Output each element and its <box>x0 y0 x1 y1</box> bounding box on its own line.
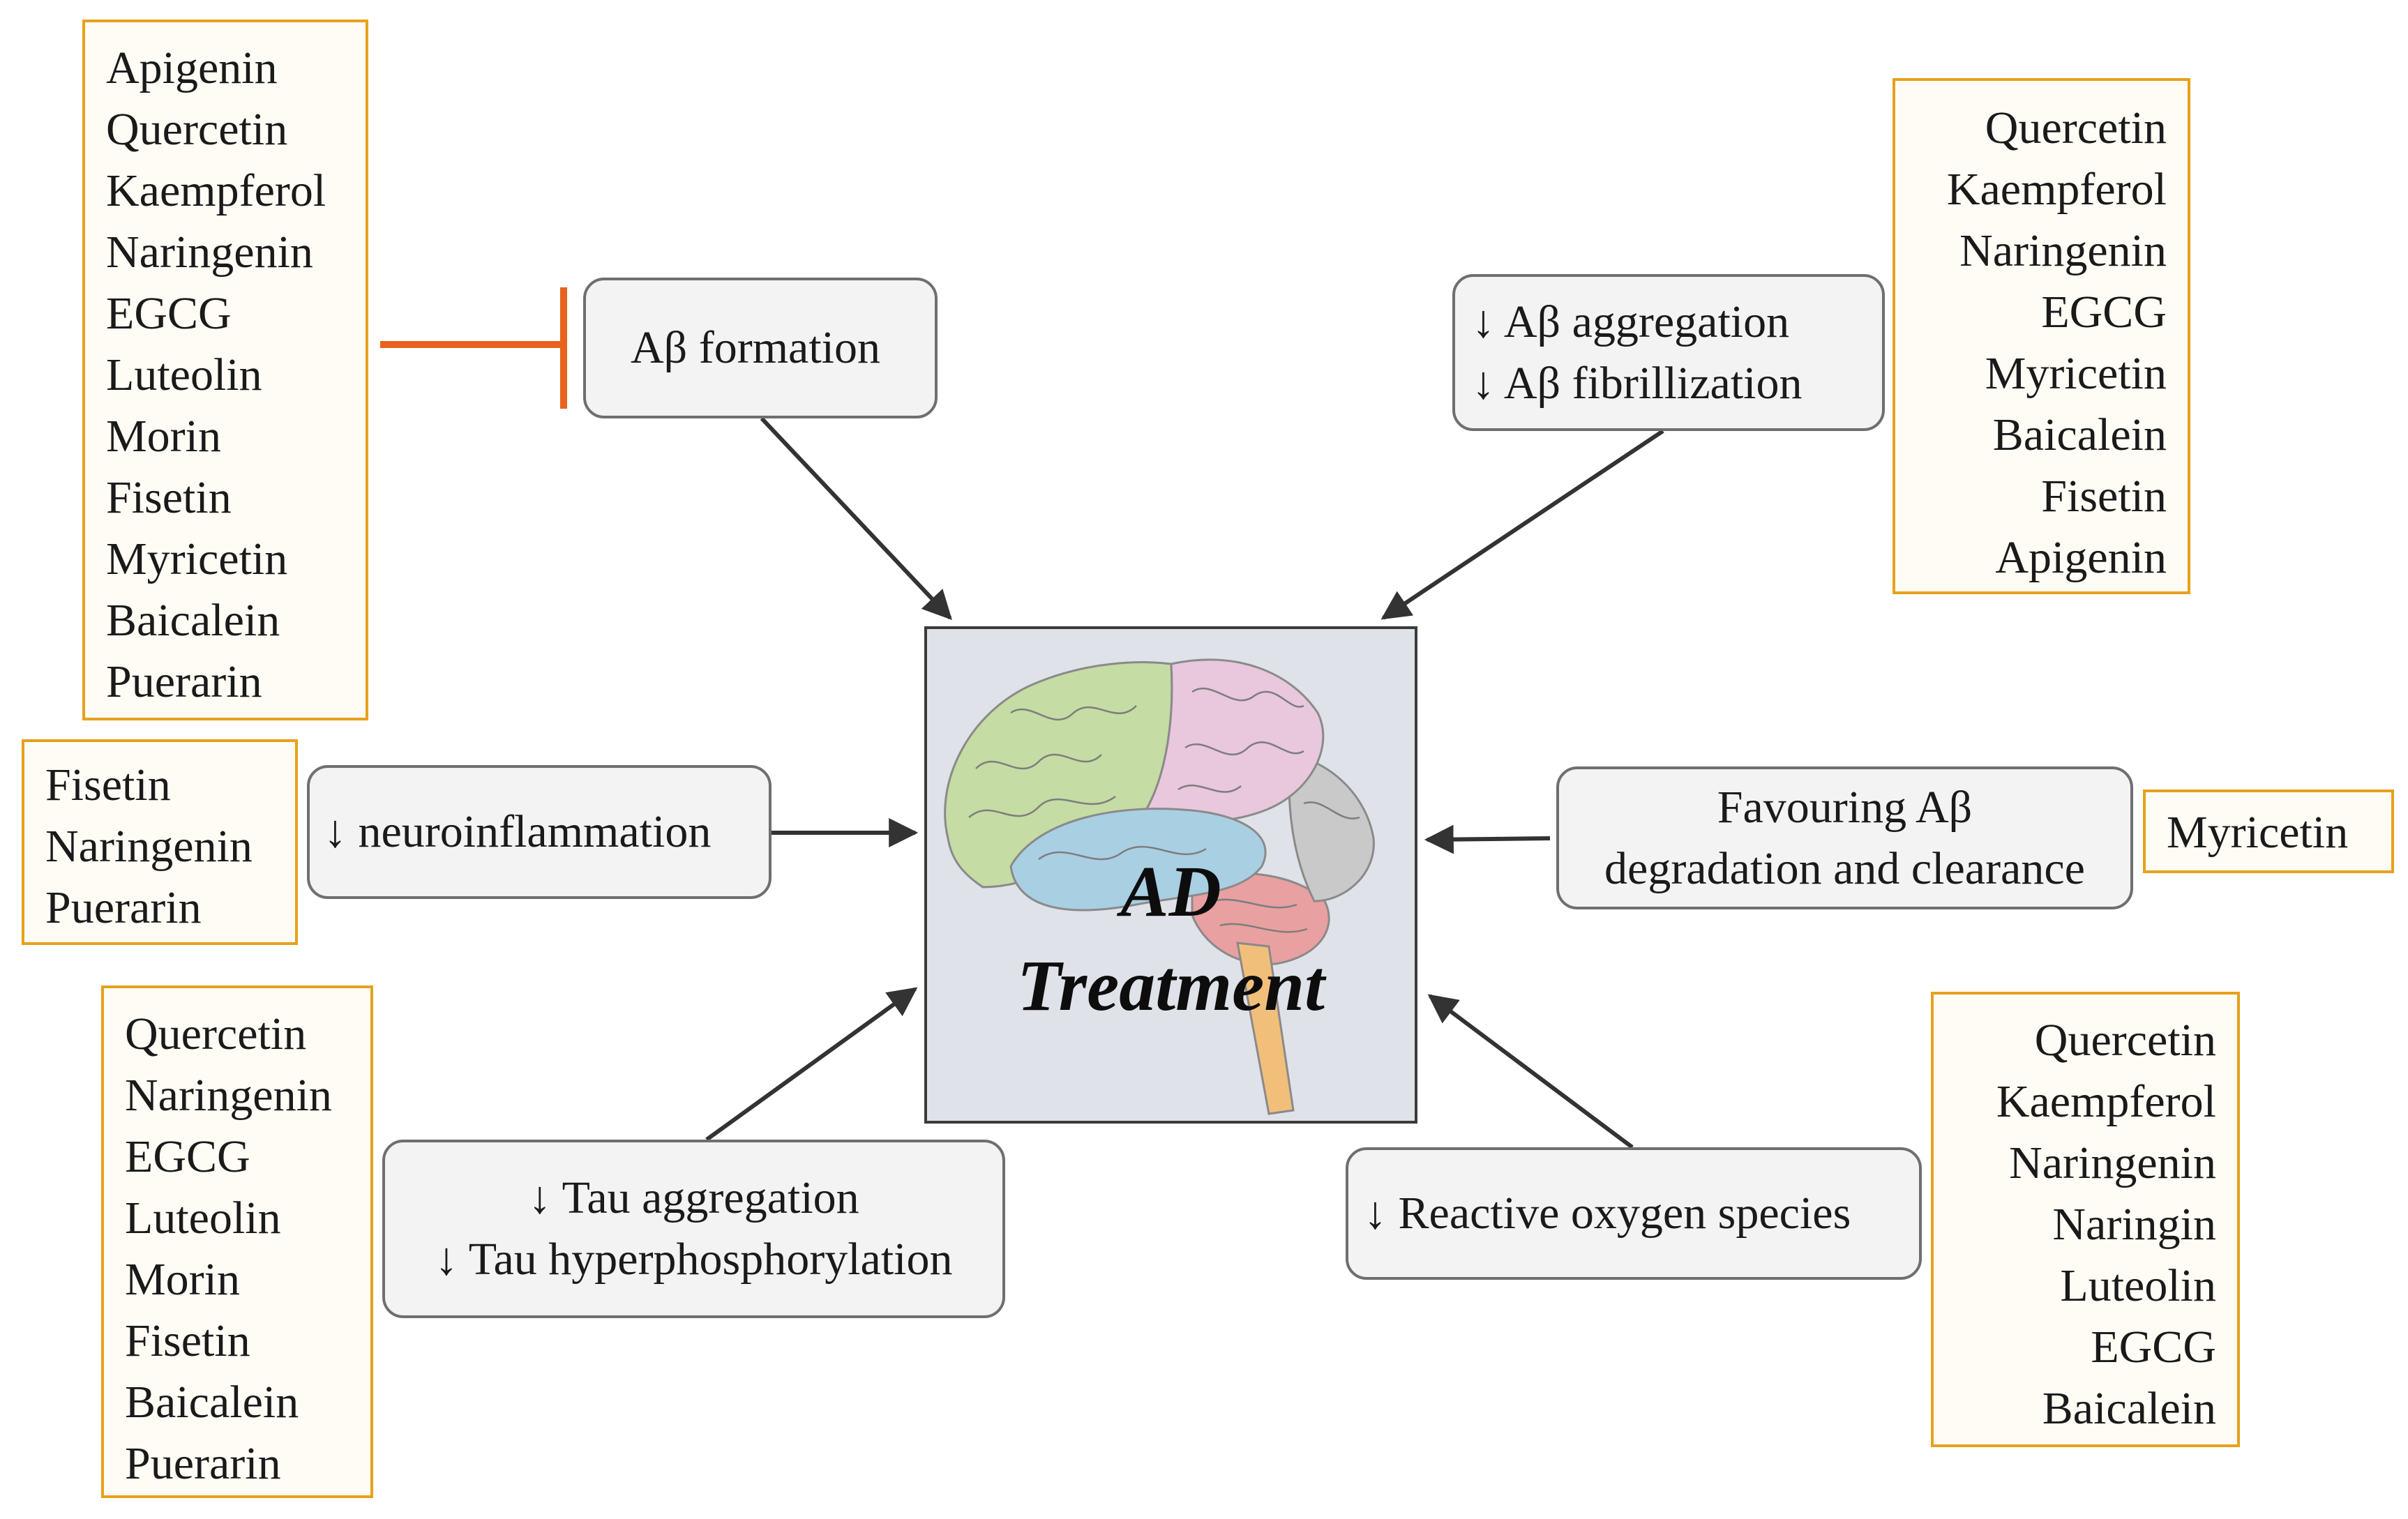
compound-list-formation: Apigenin Quercetin Kaempferol Naringenin… <box>82 20 368 720</box>
compound-item: Baicalein <box>2042 1383 2216 1434</box>
compound-item: Naringenin <box>125 1070 332 1121</box>
compound-item: Naringin <box>2052 1199 2216 1250</box>
ad-treatment-center: AD Treatment <box>924 626 1417 1124</box>
center-title-line2: Treatment <box>1017 946 1325 1026</box>
compound-item: Puerarin <box>45 882 202 933</box>
compound-item: Fisetin <box>106 472 232 523</box>
compound-item: EGCG <box>125 1131 250 1182</box>
process-abeta-formation: Aβ formation <box>583 278 938 418</box>
compound-item: Kaempferol <box>1996 1076 2216 1127</box>
compound-item: Apigenin <box>106 43 278 93</box>
arrow-ros <box>1427 994 1634 1149</box>
process-tau: ↓ Tau aggregation ↓ Tau hyperphosphoryla… <box>382 1140 1005 1318</box>
process-label: Aβ formation <box>631 322 881 373</box>
process-abeta-aggregation: ↓ Aβ aggregation ↓ Aβ fibrillization <box>1452 274 1885 431</box>
arrow-formation <box>760 416 952 621</box>
compound-item: Myricetin <box>2167 807 2349 858</box>
process-reactive-oxygen-species: ↓ Reactive oxygen species <box>1346 1147 1922 1280</box>
compound-item: Luteolin <box>125 1193 281 1244</box>
brain-parietal <box>1134 658 1325 826</box>
compound-item: Naringenin <box>2009 1138 2216 1188</box>
brain-illustration <box>944 658 1375 1115</box>
brain-temporal <box>1009 808 1267 912</box>
compound-item: Fisetin <box>45 760 171 810</box>
compound-item: Quercetin <box>125 1008 307 1059</box>
compound-item: Myricetin <box>1985 348 2167 399</box>
brain-occipital <box>1288 753 1375 902</box>
compound-item: Fisetin <box>125 1315 250 1366</box>
compound-list-degradation: Myricetin <box>2143 789 2394 873</box>
compound-list-neuroinflammation: Fisetin Naringenin Puerarin <box>22 739 298 945</box>
compound-item: Naringenin <box>45 821 253 872</box>
compound-item: Apigenin <box>1995 532 2167 583</box>
brain-stem <box>1236 942 1295 1115</box>
process-label: ↓ Reactive oxygen species <box>1364 1188 1851 1239</box>
process-label: ↓ Tau aggregation <box>528 1172 859 1223</box>
arrow-aggregation <box>1380 429 1664 620</box>
compound-item: Kaempferol <box>1946 164 2167 215</box>
compound-item: Myricetin <box>106 534 288 584</box>
compound-item: Fisetin <box>2041 471 2167 522</box>
arrow-degradation <box>1424 824 1551 854</box>
process-label: degradation and clearance <box>1604 842 2085 894</box>
process-neuroinflammation: ↓ neuroinflammation <box>307 765 772 899</box>
inhibition-connector <box>380 287 567 409</box>
compound-item: Quercetin <box>106 104 288 155</box>
process-label: ↓ Tau hyperphosphorylation <box>435 1234 953 1285</box>
process-label: Favouring Aβ <box>1717 781 1973 833</box>
compound-list-ros: Quercetin Kaempferol Naringenin Naringin… <box>1931 992 2240 1447</box>
brain-cerebellum <box>1191 872 1330 965</box>
compound-item: Naringenin <box>1959 225 2167 276</box>
process-label: ↓ Aβ fibrillization <box>1472 357 1803 409</box>
compound-item: Puerarin <box>125 1438 281 1489</box>
compound-item: Kaempferol <box>106 165 326 216</box>
compound-item: EGCG <box>2041 287 2167 338</box>
compound-list-tau: Quercetin Naringenin EGCG Luteolin Morin… <box>101 985 373 1498</box>
process-abeta-degradation: Favouring Aβ degradation and clearance <box>1556 766 2133 909</box>
compound-item: Baicalein <box>125 1377 299 1428</box>
compound-item: Morin <box>125 1254 240 1305</box>
compound-item: Quercetin <box>2034 1015 2216 1066</box>
center-title-line1: AD <box>1120 852 1221 932</box>
compound-item: EGCG <box>2091 1322 2216 1373</box>
brain-gyri <box>968 687 1360 933</box>
compound-item: Naringenin <box>106 227 313 278</box>
compound-item: Morin <box>106 411 221 462</box>
compound-item: Quercetin <box>1985 103 2167 153</box>
compound-item: EGCG <box>106 288 232 339</box>
process-label: ↓ Aβ aggregation <box>1472 296 1790 347</box>
compound-item: Luteolin <box>106 349 262 400</box>
compound-item: Puerarin <box>106 656 262 707</box>
compound-list-aggregation: Quercetin Kaempferol Naringenin EGCG Myr… <box>1892 78 2190 594</box>
compound-item: Baicalein <box>1992 409 2167 460</box>
compound-item: Luteolin <box>2060 1260 2216 1311</box>
process-label: ↓ neuroinflammation <box>324 806 712 857</box>
compound-item: Baicalein <box>106 595 280 646</box>
arrow-tau <box>705 987 918 1142</box>
